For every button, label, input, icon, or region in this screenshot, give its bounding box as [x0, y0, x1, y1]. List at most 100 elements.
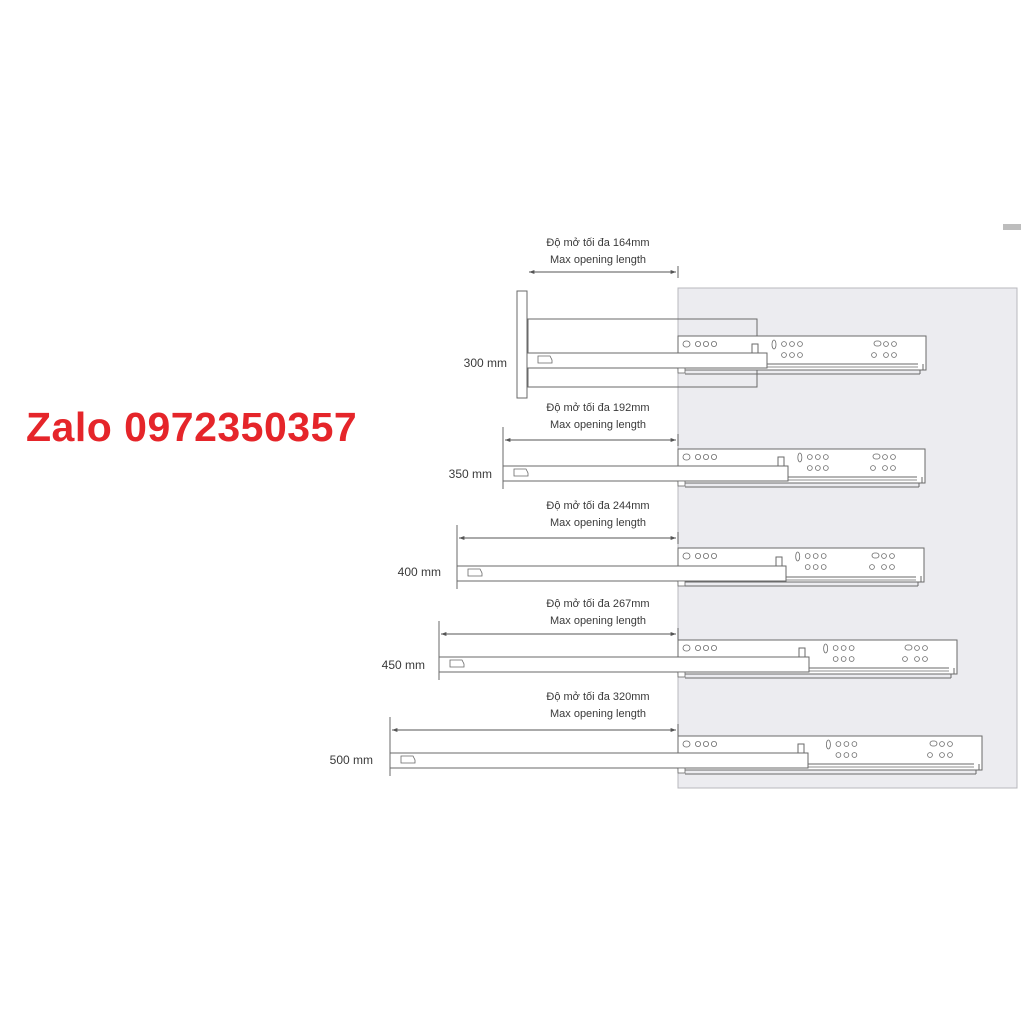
inner-rail — [389, 752, 809, 769]
rail-hole — [820, 553, 827, 559]
rail-hole — [832, 645, 839, 651]
release-lever — [537, 355, 553, 364]
opening-label-vi: Độ mở tối đa 244mm — [546, 500, 649, 512]
rail-hole — [882, 465, 888, 471]
rail-slot — [682, 644, 691, 652]
rail-hole — [703, 453, 710, 460]
rail-hole — [711, 645, 718, 652]
opening-label-en: Max opening length — [550, 615, 646, 627]
opening-label-en: Max opening length — [550, 254, 646, 266]
rail-hole — [843, 741, 850, 747]
release-lever — [467, 568, 483, 577]
rail-hole — [711, 340, 718, 347]
rail-hole — [812, 553, 819, 559]
rail-hole — [889, 553, 895, 559]
rail-hole — [789, 341, 795, 347]
rail-hole — [781, 341, 787, 347]
rail-hole — [804, 553, 811, 559]
rail-hole — [840, 656, 847, 662]
rail-hole — [871, 352, 877, 358]
rail-slot — [929, 740, 938, 747]
rail-hole — [922, 645, 928, 651]
rail-stop-hook — [797, 743, 805, 753]
rail-hole — [823, 454, 829, 460]
rail-hole — [711, 741, 718, 748]
opening-label-vi: Độ mở tối đa 164mm — [546, 237, 649, 249]
rail-hole — [797, 341, 803, 347]
rail-stop-hook — [775, 556, 783, 566]
rail-hole — [890, 454, 896, 460]
rail-size-label: 500 mm — [330, 753, 373, 767]
rail-size-label: 450 mm — [382, 658, 425, 672]
rail-hole — [881, 564, 887, 570]
rail-hole — [890, 465, 896, 471]
rail-hole — [851, 752, 858, 758]
rail-hole — [843, 752, 850, 758]
rail-hole — [848, 645, 855, 651]
cabinet-edge-notch — [677, 671, 686, 678]
rail-hole — [889, 564, 895, 570]
inner-rail — [438, 656, 810, 673]
rail-slot — [682, 340, 691, 348]
rail-hole — [848, 656, 855, 662]
rail-hole — [914, 645, 920, 651]
rail-slot — [682, 552, 691, 560]
corner-mark — [1003, 224, 1021, 230]
rail-hole — [832, 656, 839, 662]
rail-hole — [820, 564, 827, 570]
rail-hole — [797, 352, 803, 358]
rail-size-label: 400 mm — [398, 565, 441, 579]
rail-hole — [883, 341, 889, 347]
rail-hole — [939, 752, 945, 758]
rail-hole — [851, 741, 858, 747]
inner-rail — [526, 352, 768, 369]
opening-label-en: Max opening length — [550, 419, 646, 431]
rail-hole — [703, 645, 710, 652]
rail-hole — [695, 453, 702, 460]
rail-slot — [797, 452, 803, 463]
rail-hole — [781, 352, 787, 358]
rail-hole — [789, 352, 795, 358]
rail-hole — [835, 752, 842, 758]
rail-hole — [881, 553, 887, 559]
rail-hole — [807, 454, 813, 460]
opening-label-vi: Độ mở tối đa 192mm — [546, 402, 649, 414]
rail-hole — [804, 564, 811, 570]
cabinet-panel — [677, 287, 1018, 789]
cabinet-edge-notch — [677, 480, 686, 487]
rail-hole — [883, 352, 889, 358]
opening-label-en: Max opening length — [550, 517, 646, 529]
rail-slot — [904, 644, 913, 651]
rail-hole — [870, 465, 876, 471]
rail-hole — [812, 564, 819, 570]
rail-hole — [823, 465, 829, 471]
opening-label-vi: Độ mở tối đa 267mm — [546, 598, 649, 610]
rail-hole — [939, 741, 945, 747]
rail-hole — [695, 741, 702, 748]
watermark-text: Zalo 0972350357 — [26, 404, 358, 450]
rail-hole — [807, 465, 813, 471]
rail-hole — [882, 454, 888, 460]
rail-slot — [795, 551, 801, 562]
rail-slot — [872, 453, 881, 460]
rail-hole — [927, 752, 933, 758]
rail-stop-hook — [751, 343, 759, 353]
rail-hole — [914, 656, 920, 662]
rail-hole — [695, 553, 702, 560]
rail-hole — [891, 341, 897, 347]
rail-slot — [873, 340, 882, 347]
cabinet-edge-notch — [677, 580, 686, 587]
release-lever — [449, 659, 465, 668]
rail-slot — [823, 643, 829, 654]
drawer-front-panel — [516, 290, 528, 399]
rail-hole — [695, 340, 702, 347]
rail-slot — [871, 552, 880, 559]
rail-hole — [869, 564, 875, 570]
release-lever — [400, 755, 416, 764]
inner-rail — [456, 565, 787, 582]
opening-label-en: Max opening length — [550, 708, 646, 720]
